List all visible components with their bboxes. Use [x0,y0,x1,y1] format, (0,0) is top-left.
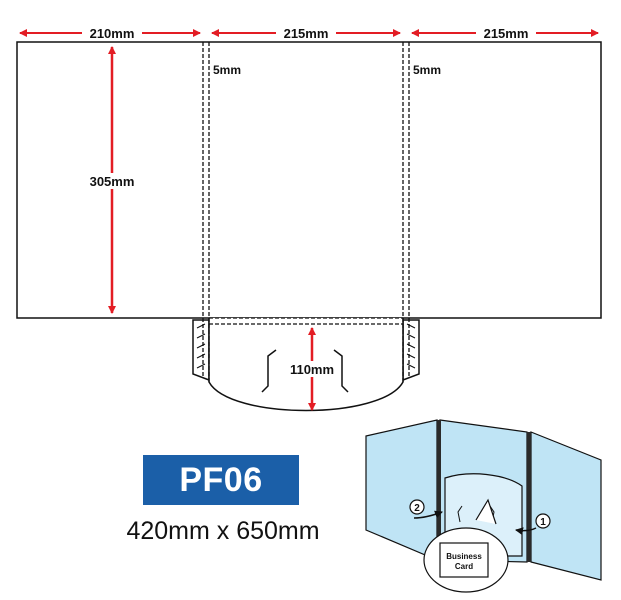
width-middle-label: 215mm [284,26,329,41]
business-card-label-line2: Card [455,562,473,571]
width-right-label: 215mm [484,26,529,41]
step-2-label: 2 [414,503,420,514]
folder-3d-illustration: 2 1 Business Card [365,419,602,593]
pocket-tab-hatching [196,323,416,369]
pocket-height-label: 110mm [290,362,334,377]
business-card-label-line1: Business [446,552,482,561]
card-slot [261,349,349,393]
product-code-badge: PF06 [143,455,299,505]
right-spine [402,42,410,318]
spine-left-label: 5mm [213,63,241,77]
width-left-label: 210mm [90,26,135,41]
spine-right-label: 5mm [413,63,441,77]
left-spine [202,42,210,318]
step-1-label: 1 [540,517,546,528]
product-size: 420mm x 650mm [126,517,320,545]
product-code: PF06 [179,460,263,499]
height-label: 305mm [90,174,135,189]
